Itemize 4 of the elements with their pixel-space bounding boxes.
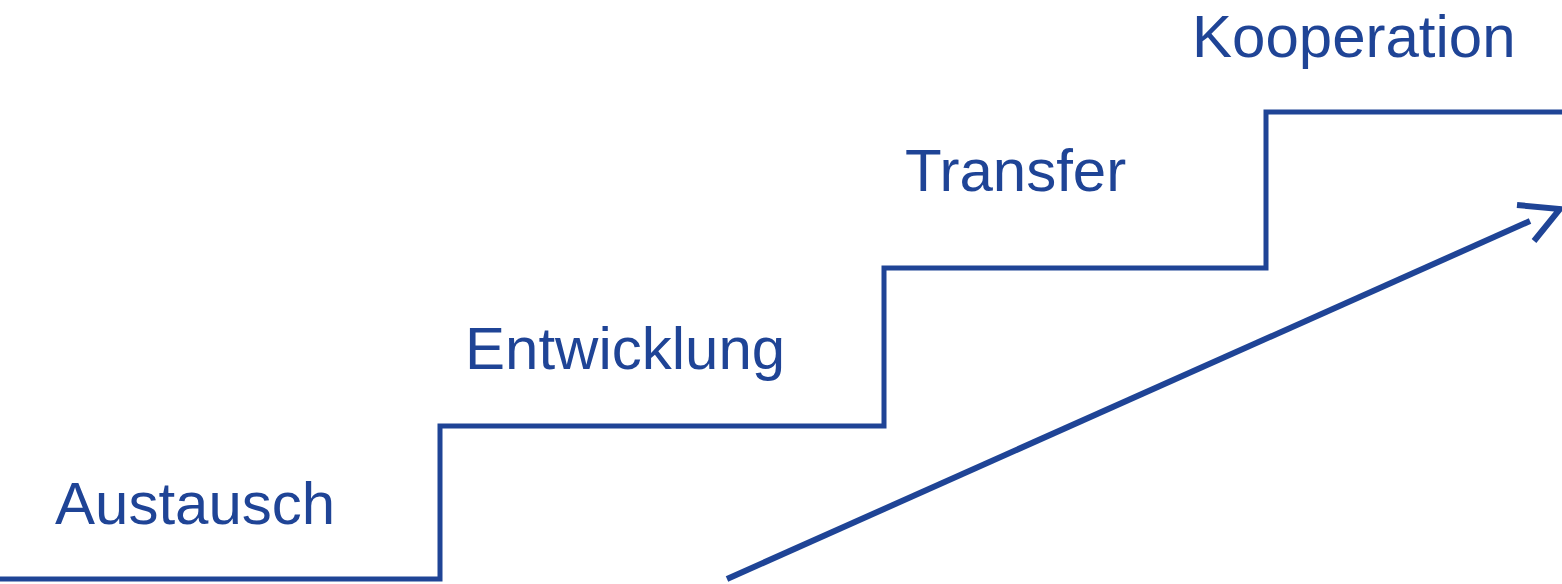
step-label: Transfer (905, 141, 1127, 201)
step-label: Entwicklung (465, 319, 786, 379)
step-label: Kooperation (1192, 7, 1516, 67)
step-label: Austausch (55, 474, 336, 534)
